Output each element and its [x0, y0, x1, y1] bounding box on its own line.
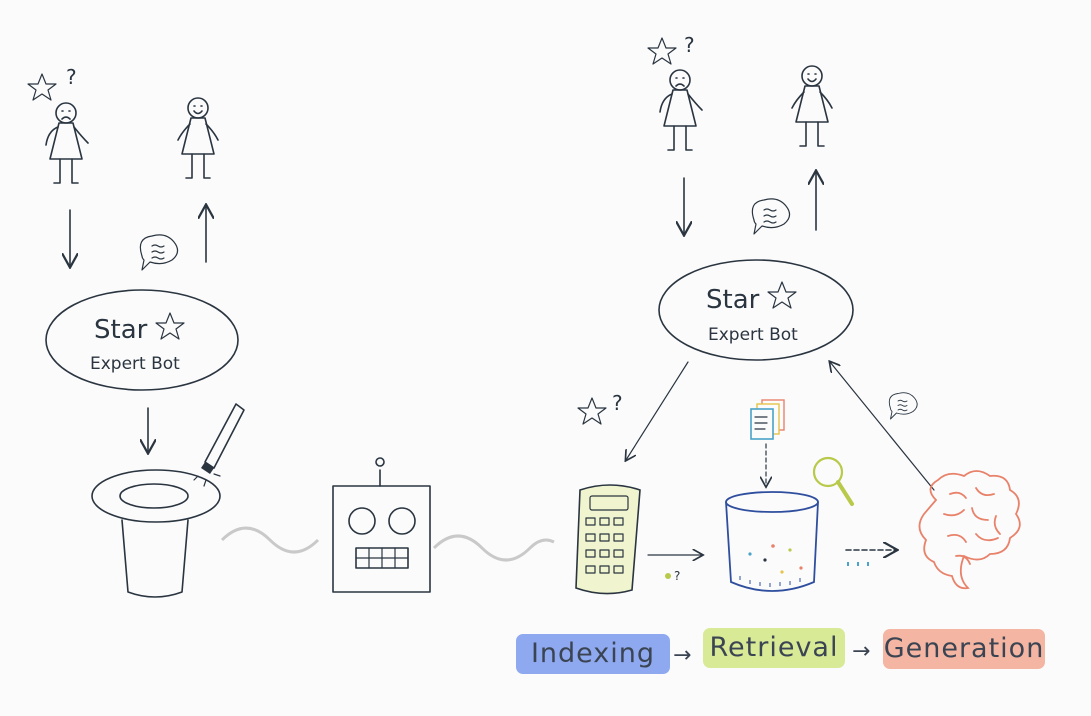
- bot-right-subtitle: Expert Bot: [708, 325, 798, 345]
- chat-bubble-icon: [888, 392, 918, 420]
- right-user-sad: ?: [647, 33, 703, 151]
- bot-ellipse-right: [658, 259, 854, 361]
- question-mark: ?: [612, 391, 623, 415]
- question-mark: ?: [674, 569, 680, 583]
- pipeline-arrow: →: [673, 643, 692, 668]
- pipeline-step-indexing: Indexing: [516, 634, 670, 674]
- retrieved-chunks: [847, 562, 869, 566]
- left-user-sad: ?: [27, 65, 89, 184]
- bot-right-name: Star: [706, 285, 760, 315]
- question-mark: ?: [66, 65, 77, 89]
- right-user-happy: [791, 65, 833, 147]
- pipeline-step-generation: Generation: [883, 629, 1045, 669]
- connector-wave-right: [432, 534, 555, 562]
- star-icon: [155, 312, 185, 340]
- brain-icon: [918, 470, 1021, 590]
- star-icon: [767, 281, 797, 309]
- database-icon: [725, 491, 819, 592]
- left-user-happy: [177, 97, 219, 179]
- query-dot: [665, 573, 671, 579]
- chat-bubble-icon: [751, 198, 791, 235]
- star-icon: [647, 37, 677, 65]
- bot-ellipse-left: [45, 289, 239, 391]
- connector-wave-left: [220, 526, 320, 554]
- star-icon: [577, 397, 607, 425]
- bot-left-subtitle: Expert Bot: [90, 354, 180, 374]
- magic-wand-icon: [193, 403, 245, 487]
- pipeline-step-retrieval: Retrieval: [703, 628, 845, 668]
- calculator-icon: [575, 484, 641, 595]
- arrow-to-bot: [830, 362, 935, 491]
- star-icon: [27, 73, 57, 101]
- robot-icon: [332, 457, 431, 593]
- magic-hat-icon: [91, 469, 221, 598]
- magnifier-icon: [812, 456, 854, 506]
- bot-left-name: Star: [94, 315, 148, 345]
- documents-icon: [750, 399, 785, 440]
- question-mark: ?: [684, 33, 695, 57]
- arrow-to-indexing: [626, 361, 689, 460]
- chat-bubble-icon: [139, 234, 179, 271]
- pipeline-arrow: →: [852, 639, 871, 664]
